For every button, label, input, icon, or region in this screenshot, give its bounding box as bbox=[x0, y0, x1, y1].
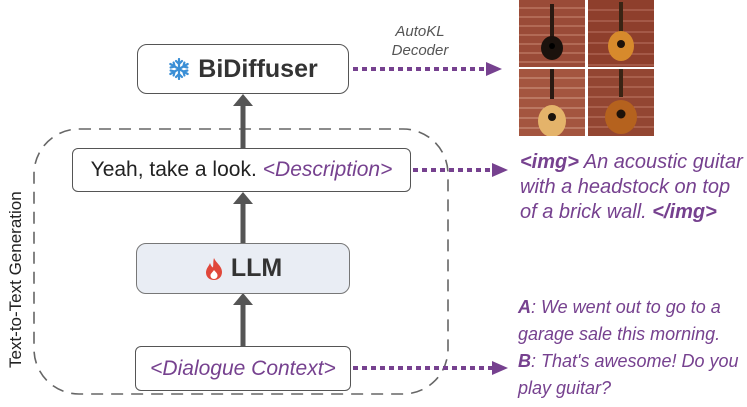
generated-image-2 bbox=[587, 0, 655, 67]
snowflake-icon bbox=[168, 58, 190, 80]
llm-box: LLM bbox=[136, 243, 350, 294]
dialogue-line-b: B: That's awesome! Do you play guitar? bbox=[518, 348, 747, 402]
generated-images bbox=[519, 0, 654, 136]
utterance-a: : We went out to go to a garage sale thi… bbox=[518, 297, 721, 344]
response-text: Yeah, take a look. bbox=[90, 158, 257, 181]
group-label: Text-to-Text Generation bbox=[6, 191, 25, 368]
decoder-label: AutoKL Decoder bbox=[375, 22, 465, 60]
generated-image-4 bbox=[587, 69, 655, 136]
speaker-a: A bbox=[518, 297, 531, 317]
dialogue-context-label: <Dialogue Context> bbox=[150, 356, 336, 380]
speaker-b: B bbox=[518, 351, 531, 371]
dialogue-line-a: A: We went out to go to a garage sale th… bbox=[518, 294, 747, 348]
dialogue-text: A: We went out to go to a garage sale th… bbox=[518, 294, 747, 402]
image-description: <img> An acoustic guitar with a headstoc… bbox=[520, 150, 745, 225]
llm-label: LLM bbox=[230, 254, 283, 282]
decoder-label-line1: AutoKL bbox=[395, 23, 445, 40]
decoder-label-line2: Decoder bbox=[391, 42, 449, 59]
img-close-tag: </img> bbox=[652, 201, 717, 223]
img-open-tag: <img> bbox=[520, 151, 579, 173]
utterance-b: : That's awesome! Do you play guitar? bbox=[518, 351, 739, 398]
bidiffuser-box: BiDiffuser bbox=[137, 44, 349, 94]
dialogue-context-box: <Dialogue Context> bbox=[135, 346, 351, 391]
bidiffuser-label: BiDiffuser bbox=[198, 54, 318, 83]
description-text: An acoustic guitar with a headstock on t… bbox=[520, 151, 743, 223]
response-description-tag: <Description> bbox=[262, 158, 393, 181]
response-box: Yeah, take a look. <Description> bbox=[72, 148, 411, 192]
flame-icon bbox=[204, 257, 224, 281]
generated-image-1 bbox=[519, 0, 586, 67]
generated-image-3 bbox=[519, 69, 586, 136]
